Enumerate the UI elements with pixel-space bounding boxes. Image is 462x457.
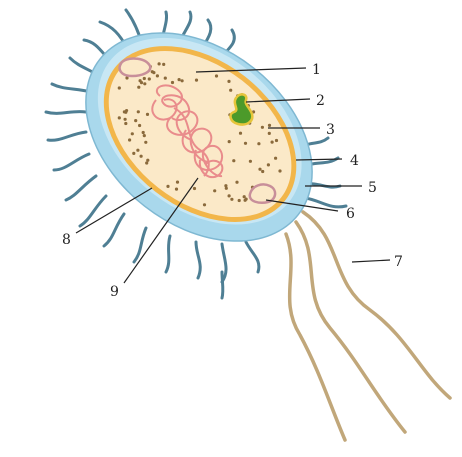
ribosome-dot [118,116,121,119]
pilus [80,196,106,226]
ribosome-dot [203,203,206,206]
ribosome-dot [137,86,140,89]
ribosome-dot [176,181,179,184]
pilus [222,272,223,298]
flagella [286,212,450,440]
pilus [46,112,86,114]
ribosome-dot [224,184,227,187]
ribosome-dot [132,152,135,155]
ribosome-dot [239,132,242,135]
ribosome-dot [229,89,232,92]
ribosome-dot [131,132,134,135]
label-6: 6 [346,206,355,222]
ribosome-dot [144,141,147,144]
ribosome-dot [158,62,161,65]
ribosome-dot [136,149,139,152]
ribosome-dot [193,187,196,190]
ribosome-dot [146,159,149,162]
ribosome-dot [258,168,261,171]
ribosome-dot [138,124,141,127]
ribosome-dot [228,194,231,197]
ribosome-dot [271,141,274,144]
leader-7 [352,260,390,262]
ribosome-dot [268,124,271,127]
ribosome-dot [230,198,233,201]
ribosome-dot [267,163,270,166]
ribosome-dot [213,189,216,192]
pilus [54,154,89,170]
ribosome-dot [151,70,154,73]
pilus [166,236,170,272]
ribosome-dot [164,77,167,80]
ribosome-dot [143,77,146,80]
ribosome-dot [195,79,198,82]
ribosome-dot [140,155,143,158]
label-7: 7 [394,254,403,270]
ribosome-dot [261,126,264,129]
pilus [48,132,86,140]
ribosome-dot [166,185,169,188]
ribosome-dot [235,181,238,184]
pilus [52,84,91,92]
ribosome-dot [145,161,148,164]
label-3: 3 [326,122,335,138]
pilus [196,242,200,278]
ribosome-dot [181,79,184,82]
flagellum-3 [303,212,450,398]
ribosome-dot [268,132,271,135]
pilus [104,214,124,246]
label-9: 9 [110,284,119,300]
ribosome-dot [257,142,260,145]
ribosome-dot [148,77,151,80]
ribosome-dot [238,199,241,202]
ribosome-dot [134,119,137,122]
ribosome-dot [244,142,247,145]
ribosome-dot [275,139,278,142]
inclusion-body [120,59,151,76]
ribosome-dot [215,74,218,77]
pilus [66,176,96,200]
ribosome-dot [124,122,127,125]
pilus [305,198,346,207]
ribosome-dot [143,82,146,85]
ribosome-dot [146,113,149,116]
ribosome-dot [142,131,145,134]
ribosome-dot [128,138,131,141]
ribosome-dot [162,63,165,66]
ribosome-dot [137,110,140,113]
ribosome-dot [228,140,231,143]
ribosome-dot [124,118,127,121]
ribosome-dot [244,199,247,202]
ribosome-dot [156,74,159,77]
ribosome-dot [232,159,235,162]
ribosome-dot [171,81,174,84]
ribosome-dot [278,169,281,172]
ribosome-dot [261,170,264,173]
ribosome-dot [175,188,178,191]
label-5: 5 [368,180,377,196]
ribosome-dot [243,195,246,198]
ribosome-dot [178,78,181,81]
leader-8 [76,188,152,233]
ribosome-dot [118,86,121,89]
label-1: 1 [312,62,321,78]
pilus [246,242,259,272]
pilus [134,228,146,262]
label-8: 8 [62,232,71,248]
ribosome-dot [139,79,142,82]
ribosome-dot [125,109,128,112]
label-2: 2 [316,93,325,109]
vacuole [250,184,275,202]
ribosome-dot [227,80,230,83]
ribosome-dot [143,134,146,137]
ribosome-dot [249,160,252,163]
ribosome-dot [274,157,277,160]
label-4: 4 [350,153,359,169]
